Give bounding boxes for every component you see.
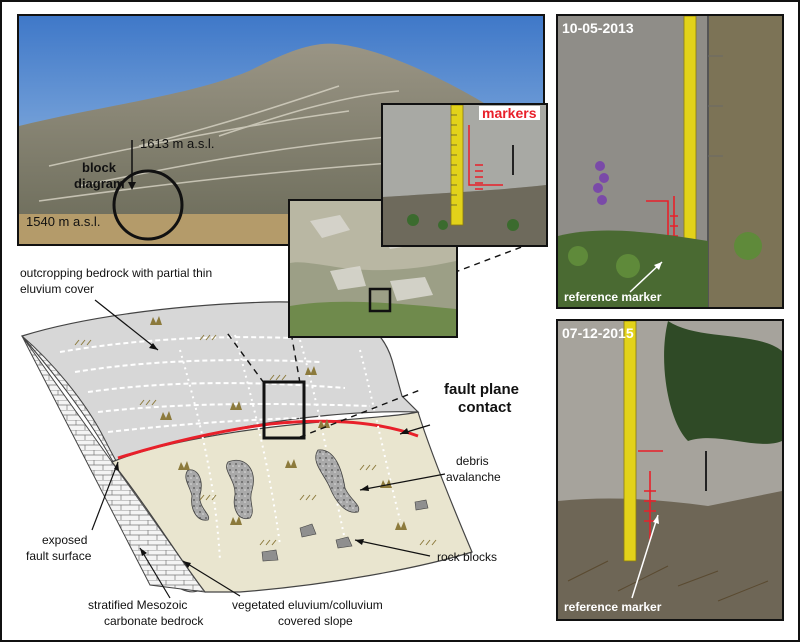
reference-marker-2013: reference marker [564,290,662,304]
exposed-label-2: fault surface [26,549,92,563]
photo-2015 [556,319,784,621]
measuring-tape-2015 [623,321,637,562]
debris-label-1: debris [456,454,489,468]
elevation-top-label: 1613 m a.s.l. [140,136,215,151]
photo-2013-image [558,16,782,307]
flower [593,161,609,205]
bedrock-label-2: eluvium cover [20,282,95,296]
diagram-zoom-box [262,380,306,440]
annotation-arrows [91,299,446,599]
block-diagram-label-1: block [82,160,116,175]
fault-plane-label-1: fault plane [444,381,520,398]
rock-blocks-label: rock blocks [437,550,498,564]
strat-label-1: stratified Mesozoic [88,598,188,612]
block-diagram-label-2: diagram [74,176,125,191]
reference-marker-2015: reference marker [564,600,662,614]
veg-label-1: vegetated eluvium/colluvium [232,598,383,612]
elevation-bottom-label: 1540 m a.s.l. [26,214,101,229]
flow-lines [179,334,401,561]
outcrop-zoom-box [368,287,392,313]
shrub [664,321,782,444]
debris-avalanches [185,449,360,521]
fault-contact-line [117,419,419,460]
bedrock-label-1: outcropping bedrock with partial thin [20,266,213,280]
rock-blocks [261,499,429,562]
bedrock-strata [59,336,371,433]
annotation-arrowheads [114,343,409,568]
vegetation-tufts [150,316,407,530]
date-2015: 07-12-2015 [562,325,634,341]
red-markers [468,125,503,190]
measuring-tape-2013 [683,16,697,277]
fault-plane-label-2: contact [458,399,512,416]
markers-label: markers [479,106,540,120]
grass-glyphs [74,334,437,546]
photo-2015-image [558,321,782,619]
closeup-image [383,105,546,245]
exposed-label-1: exposed [42,533,88,547]
veg-label-2: covered slope [278,614,353,628]
vegetated-slope [111,411,473,593]
date-2013: 10-05-2013 [562,20,634,36]
strat-label-2: carbonate bedrock [104,614,204,628]
photo-2013 [556,14,784,309]
closeup-photo [381,103,548,247]
debris-label-2: avalanche [446,470,501,484]
red-markers-2015 [638,450,663,541]
